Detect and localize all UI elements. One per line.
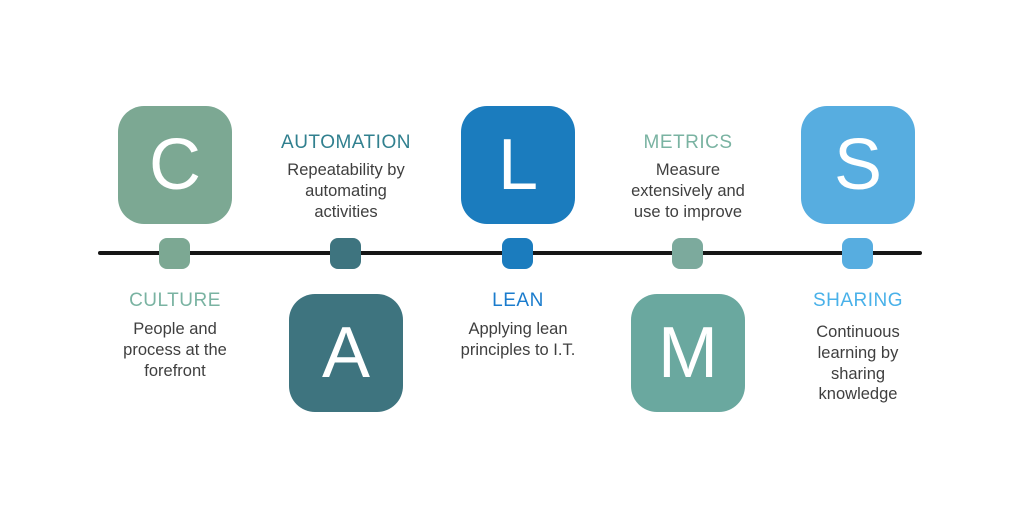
automation-label: AUTOMATION <box>281 132 411 153</box>
sharing-timeline-marker <box>842 238 873 269</box>
culture-letter-box: C <box>118 106 232 224</box>
sharing-description: Continuous learning by sharing knowledge <box>816 323 900 404</box>
metrics-timeline-marker <box>672 238 703 269</box>
automation-letter: A <box>321 313 371 393</box>
culture-timeline-marker <box>159 238 190 269</box>
culture-letter: C <box>149 125 201 205</box>
lean-label: LEAN <box>492 290 544 311</box>
culture-description: People and process at the forefront <box>123 320 227 380</box>
metrics-description: Measure extensively and use to improve <box>631 161 745 221</box>
sharing-label: SHARING <box>812 290 904 311</box>
sharing-letter: S <box>833 125 883 205</box>
automation-letter-box: A <box>289 294 403 412</box>
lean-letter-box: L <box>461 106 575 224</box>
lean-letter: L <box>497 125 539 205</box>
lean-timeline-marker <box>502 238 533 269</box>
metrics-letter-box: M <box>631 294 745 412</box>
sharing-letter-box: S <box>801 106 915 224</box>
culture-label: CULTURE <box>129 290 221 311</box>
automation-timeline-marker <box>330 238 361 269</box>
metrics-label: METRICS <box>643 132 733 153</box>
lean-description: Applying lean principles to I.T. <box>460 320 576 359</box>
metrics-letter: M <box>658 313 718 393</box>
automation-description: Repeatability by automating activities <box>287 161 405 221</box>
